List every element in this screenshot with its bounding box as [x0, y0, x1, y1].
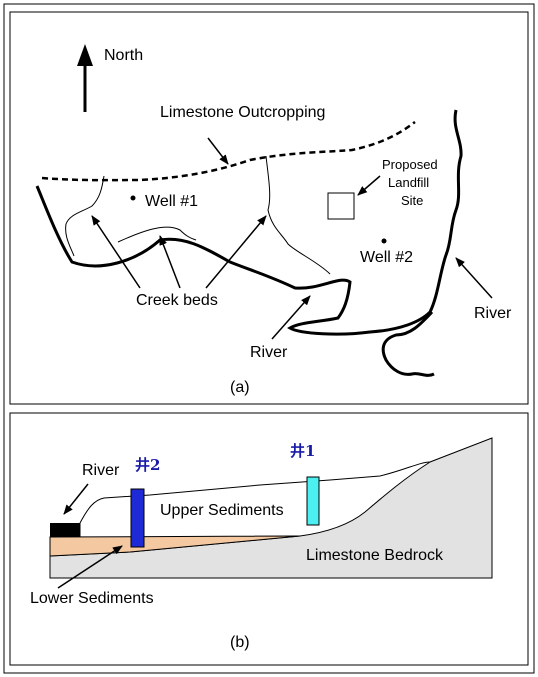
- landfill-label-line3: Site: [401, 193, 423, 208]
- bedrock-label: Limestone Bedrock: [306, 547, 444, 564]
- outcrop-pointer: [207, 137, 229, 165]
- section-caption: (b): [230, 634, 250, 651]
- river-label-right: River: [474, 305, 512, 322]
- section-panel-border: [9, 412, 529, 666]
- well1-cn-label: 井1: [290, 442, 315, 460]
- river-pointer-right: [455, 257, 493, 299]
- creek-pointer-3: [205, 215, 267, 289]
- well2-column: [130, 488, 145, 548]
- outcrop-label: Limestone Outcropping: [160, 104, 325, 121]
- lower-sediments-label: Lower Sediments: [30, 590, 154, 607]
- river-channel: [50, 523, 80, 537]
- well1-label: Well #1: [145, 193, 198, 210]
- river-label-bottom: River: [250, 344, 288, 361]
- cross-section-panel: River 井2 井1 Upper Sediments Limestone Be…: [9, 412, 529, 666]
- upper-sediments-surface: [79, 461, 431, 524]
- landfill-site-box: [327, 192, 355, 220]
- well1-marker: [130, 195, 136, 201]
- creek-pointer-1: [91, 215, 141, 289]
- lower-sediments-pointer: [57, 545, 123, 589]
- creek-pointer-2: [159, 235, 181, 289]
- figure-frame: [3, 3, 535, 674]
- north-arrow-icon: [77, 44, 93, 66]
- section-river-label: River: [82, 462, 120, 479]
- north-label: North: [104, 47, 143, 64]
- section-river-pointer: [63, 483, 89, 515]
- landfill-label-line2: Landfill: [388, 175, 429, 190]
- creek-beds-label: Creek beds: [136, 292, 218, 309]
- upper-sediments-label: Upper Sediments: [160, 502, 284, 519]
- map-panel: North Limestone Outcropping Well #1 Well…: [9, 11, 529, 405]
- creek-bed-1: [65, 175, 105, 257]
- map-caption: (a): [230, 379, 250, 396]
- landfill-label-line1: Proposed: [382, 157, 438, 172]
- river-main: [35, 109, 463, 336]
- well2-marker: [381, 238, 387, 244]
- map-panel-border: [9, 11, 529, 405]
- creek-bed-3: [265, 155, 331, 275]
- creek-bed-2: [117, 226, 197, 243]
- well2-label: Well #2: [360, 249, 413, 266]
- river-branch: [381, 310, 435, 377]
- landfill-pointer: [357, 175, 381, 196]
- river-pointer-bottom: [271, 295, 311, 340]
- limestone-outcrop-line: [41, 121, 416, 182]
- well1-column: [306, 476, 320, 526]
- well2-cn-label: 井2: [135, 456, 160, 474]
